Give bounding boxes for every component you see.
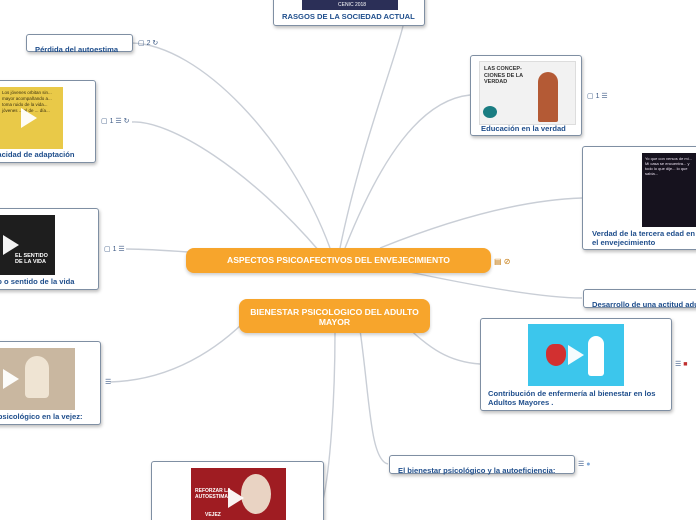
capacidad-thumbnail: Los jóvenes orbitan sin... mayor acompañ… [0, 87, 63, 149]
capacidad-play-icon[interactable] [21, 108, 37, 128]
perdida-badge-count: 2 [146, 40, 151, 47]
link-perdida [131, 42, 331, 249]
educacion-thumb-person [538, 72, 558, 122]
contribucion-note-icon[interactable]: ☰ ■ [675, 361, 688, 368]
topic-rasgos[interactable]: CENIC 2018 RASGOS DE LA SOCIEDAD ACTUAL [273, 0, 425, 26]
topic-autoeficiencia[interactable]: El bienestar psicológico y la autoeficie… [389, 455, 575, 475]
link-autoestima [322, 331, 336, 501]
sentido-thumbnail: EL SENTIDO DE LA VIDA [0, 215, 55, 275]
bienestar-vejez-thumb-figure [25, 356, 49, 398]
autoestima-thumb-face [241, 474, 271, 514]
capacidad-badge[interactable]: ▢ 1 ☰ ↻ [101, 118, 130, 125]
perdida-badge[interactable]: ▢ 2 ↻ [138, 40, 159, 47]
topic-educacion-verdad[interactable]: LAS CONCEP- CIONES DE LA VERDAD Educació… [470, 55, 582, 136]
topic-autoestima-video[interactable]: REFORZAR LA AUTOESTIMA VEJEZ [151, 461, 324, 520]
autoestima-thumb-top: REFORZAR LA AUTOESTIMA [195, 488, 231, 500]
sentido-label: Significado o sentido de la vida [0, 277, 75, 286]
educacion-thumbnail: LAS CONCEP- CIONES DE LA VERDAD [479, 61, 576, 125]
link-autoeficiencia [359, 329, 389, 465]
link-educacion [344, 94, 471, 249]
educacion-badge-count: 1 [595, 93, 600, 100]
topic-desarrollo-actitud[interactable]: Desarrollo de una actitud adulta [583, 289, 696, 309]
perdida-label: Pérdida del autoestima [35, 45, 119, 54]
bienestar-vejez-play-icon[interactable] [3, 369, 19, 389]
verdad-thumbnail: Yo que con versos de mi... Mi casa se en… [642, 153, 696, 227]
link-rasgos [339, 25, 404, 249]
topic-capacidad-adaptacion[interactable]: Los jóvenes orbitan sin... mayor acompañ… [0, 80, 96, 163]
educacion-thumb-logo [483, 106, 497, 118]
desarrollo-label: Desarrollo de una actitud adulta [592, 300, 696, 309]
rasgos-thumb-text: CENIC 2018 [338, 2, 367, 8]
capacidad-label: Capacidad de adaptación [0, 150, 75, 159]
topic-verdad-tercera-edad[interactable]: Yo que con versos de mi... Mi casa se en… [582, 146, 696, 250]
educacion-badge[interactable]: ▢ 1 ☰ [587, 93, 608, 100]
central-topic-label: ASPECTOS PSICOAFECTIVOS DEL ENVEJECIMIEN… [226, 255, 450, 265]
rasgos-thumbnail: CENIC 2018 [302, 0, 398, 10]
educacion-thumb-text: LAS CONCEP- CIONES DE LA VERDAD [484, 66, 523, 85]
contribucion-play-icon[interactable] [568, 345, 584, 365]
link-desarrollo [399, 269, 583, 299]
educacion-label: Educación en la verdad [481, 124, 566, 133]
topic-contribucion-enfermeria[interactable]: Contribución de enfermería al bienestar … [480, 318, 672, 411]
topic-bienestar-vejez[interactable]: Bienestar psicológico en la vejez: [0, 341, 101, 425]
capacidad-badge-count: 1 [109, 118, 114, 125]
autoestima-play-icon[interactable] [228, 488, 244, 508]
contribucion-thumbnail [528, 324, 624, 386]
subtopic-bienestar-adulto-mayor[interactable]: BIENESTAR PSICOLOGICO DEL ADULTO MAYOR [239, 299, 430, 333]
bienestar-vejez-label: Bienestar psicológico en la vejez: [0, 412, 83, 421]
bienestar-vejez-thumbnail [0, 348, 75, 410]
link-verdad [379, 197, 583, 249]
subtopic-bienestar-label: BIENESTAR PSICOLOGICO DEL ADULTO MAYOR [250, 307, 419, 327]
autoeficiencia-label: El bienestar psicológico y la autoeficie… [398, 466, 556, 475]
bienestar-vejez-note-icon[interactable]: ☰ [105, 379, 112, 386]
topic-sentido-vida[interactable]: EL SENTIDO DE LA VIDA Significado o sent… [0, 208, 99, 290]
sentido-badge-count: 1 [112, 246, 117, 253]
sentido-badge[interactable]: ▢ 1 ☰ [104, 246, 125, 253]
link-sentido [125, 248, 189, 253]
link-capacidad [131, 121, 321, 253]
topic-perdida-autoestima[interactable]: Pérdida del autoestima [26, 34, 133, 54]
rasgos-label: RASGOS DE LA SOCIEDAD ACTUAL [282, 12, 415, 21]
sentido-play-icon[interactable] [3, 235, 19, 255]
verdad-label: Verdad de la tercera edad en el envejeci… [592, 229, 695, 247]
autoeficiencia-note-icon[interactable]: ☰ ● [578, 461, 591, 468]
central-topic[interactable]: ASPECTOS PSICOAFECTIVOS DEL ENVEJECIMIEN… [186, 248, 491, 273]
verdad-thumb-text: Yo que con versos de mi... Mi casa se en… [645, 156, 692, 176]
central-note-icon[interactable]: ▤ ⊘ [494, 257, 511, 266]
link-bienestar-vejez [109, 304, 261, 383]
contribucion-thumb-figure [588, 336, 604, 376]
autoestima-thumb-bottom: VEJEZ [205, 512, 221, 518]
autoestima-thumbnail: REFORZAR LA AUTOESTIMA VEJEZ [191, 468, 286, 520]
contribucion-thumb-heart [546, 344, 566, 366]
sentido-thumb-text: EL SENTIDO DE LA VIDA [15, 253, 48, 265]
contribucion-label: Contribución de enfermería al bienestar … [488, 389, 656, 407]
